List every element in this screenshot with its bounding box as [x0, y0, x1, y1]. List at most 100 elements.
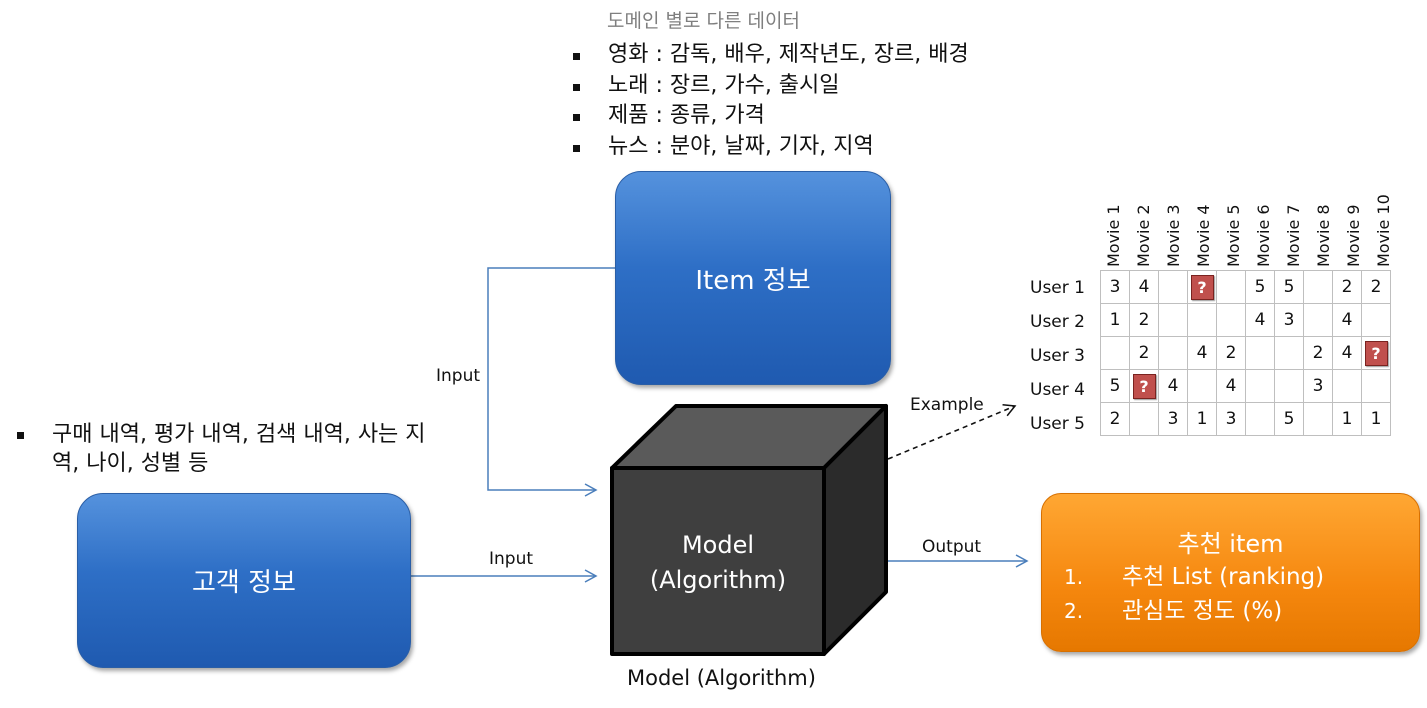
movie-header-label: Movie 10 — [1374, 194, 1393, 267]
recommendation-item-text: 추천 List (ranking) — [1122, 564, 1325, 590]
movie-header-label: Movie 2 — [1134, 204, 1153, 267]
matrix-cell — [1361, 369, 1391, 403]
matrix-cell: 4 — [1187, 336, 1217, 370]
item-to-model-arrow — [487, 267, 615, 497]
matrix-cell — [1245, 402, 1275, 436]
domain-item-product: 제품 : 종류, 가격 — [571, 101, 969, 132]
user-label: User 2 — [1030, 312, 1085, 332]
matrix-cell — [1129, 402, 1159, 436]
matrix-cell — [1245, 336, 1275, 370]
model-label: Model — [681, 531, 755, 559]
domain-item-song: 노래 : 장르, 가수, 출시일 — [571, 71, 969, 102]
matrix-cell: 4 — [1332, 303, 1362, 337]
unknown-rating-marker: ? — [1132, 373, 1156, 399]
customer-data-list: 구매 내역, 평가 내역, 검색 내역, 사는 지역, 나이, 성별 등 — [15, 420, 432, 478]
movie-header-label: Movie 3 — [1164, 204, 1183, 267]
matrix-cell — [1100, 336, 1130, 370]
user-label: User 5 — [1030, 414, 1085, 434]
matrix-cell — [1303, 270, 1333, 304]
recommendation-item-text: 관심도 정도 (%) — [1122, 598, 1283, 624]
matrix-cell: 4 — [1245, 303, 1275, 337]
movie-header-label: Movie 8 — [1314, 204, 1333, 267]
matrix-cell — [1158, 270, 1188, 304]
recommendation-title: 추천 item — [1177, 530, 1284, 558]
matrix-cell: 4 — [1158, 369, 1188, 403]
model-caption: Model (Algorithm) — [627, 666, 816, 690]
matrix-cell — [1274, 336, 1304, 370]
matrix-cell: 2 — [1100, 402, 1130, 436]
matrix-cell: 1 — [1332, 402, 1362, 436]
matrix-cell: 2 — [1129, 303, 1159, 337]
matrix-cell: 1 — [1187, 402, 1217, 436]
matrix-cell: 3 — [1274, 303, 1304, 337]
matrix-cell — [1361, 303, 1391, 337]
unknown-rating-marker: ? — [1190, 274, 1214, 300]
domain-item-movie: 영화 : 감독, 배우, 제작년도, 장르, 배경 — [571, 40, 969, 71]
matrix-cell: 4 — [1129, 270, 1159, 304]
matrix-cell — [1216, 303, 1246, 337]
matrix-cell: 2 — [1332, 270, 1362, 304]
matrix-cell: 3 — [1100, 270, 1130, 304]
movie-header-label: Movie 7 — [1284, 204, 1303, 267]
domain-item-news: 뉴스 : 분야, 날짜, 기자, 지역 — [571, 132, 969, 163]
recommendation-box: 추천 item 1. 추천 List (ranking) 2. 관심도 정도 (%) — [1041, 493, 1420, 652]
matrix-cell — [1187, 303, 1217, 337]
matrix-cell: 2 — [1361, 270, 1391, 304]
matrix-cell — [1332, 369, 1362, 403]
item-info-label: Item 정보 — [695, 265, 811, 296]
user-label: User 1 — [1030, 278, 1085, 298]
domain-data-list: 영화 : 감독, 배우, 제작년도, 장르, 배경 노래 : 장르, 가수, 출… — [571, 40, 969, 162]
movie-header-label: Movie 6 — [1254, 204, 1273, 267]
matrix-cell — [1158, 336, 1188, 370]
matrix-cell: 2 — [1216, 336, 1246, 370]
movie-header-label: Movie 1 — [1104, 204, 1123, 267]
matrix-cell — [1245, 369, 1275, 403]
matrix-cell — [1216, 270, 1246, 304]
model-cube — [610, 404, 888, 656]
user-label: User 4 — [1030, 380, 1085, 400]
domain-data-title: 도메인 별로 다른 데이터 — [607, 10, 800, 32]
movie-header-label: Movie 4 — [1194, 204, 1213, 267]
matrix-cell: 2 — [1303, 336, 1333, 370]
movie-header-label: Movie 9 — [1344, 204, 1363, 267]
matrix-cell: ? — [1187, 270, 1217, 304]
matrix-cell — [1303, 303, 1333, 337]
matrix-cell: 5 — [1274, 270, 1304, 304]
algorithm-label: (Algorithm) — [649, 566, 787, 594]
customer-data-item: 구매 내역, 평가 내역, 검색 내역, 사는 지역, 나이, 성별 등 — [15, 420, 432, 478]
matrix-cell — [1303, 402, 1333, 436]
model-cube-text: Model (Algorithm) — [612, 528, 824, 598]
matrix-cell: 4 — [1332, 336, 1362, 370]
matrix-cell: ? — [1361, 336, 1391, 370]
matrix-cell: 4 — [1216, 369, 1246, 403]
matrix-cell — [1274, 369, 1304, 403]
matrix-cell: 1 — [1361, 402, 1391, 436]
matrix-cell: 3 — [1216, 402, 1246, 436]
output-label: Output — [922, 537, 982, 557]
recommendation-item: 1. 추천 List (ranking) — [1064, 560, 1324, 594]
matrix-cell: 2 — [1129, 336, 1159, 370]
item-info-box: Item 정보 — [615, 171, 891, 385]
matrix-cell: 5 — [1274, 402, 1304, 436]
input-label-top: Input — [436, 366, 481, 386]
matrix-cell — [1187, 369, 1217, 403]
unknown-rating-marker: ? — [1364, 340, 1388, 366]
movie-header-label: Movie 5 — [1224, 204, 1243, 267]
example-label: Example — [910, 395, 984, 415]
customer-info-label: 고객 정보 — [192, 568, 296, 598]
matrix-cell: 3 — [1303, 369, 1333, 403]
user-label: User 3 — [1030, 346, 1085, 366]
matrix-cell: 5 — [1245, 270, 1275, 304]
recommendation-item-number: 2. — [1064, 599, 1084, 623]
input-label-bottom: Input — [489, 549, 534, 569]
matrix-cell: 3 — [1158, 402, 1188, 436]
recommendation-item-number: 1. — [1064, 565, 1084, 589]
customer-info-box: 고객 정보 — [77, 493, 411, 668]
